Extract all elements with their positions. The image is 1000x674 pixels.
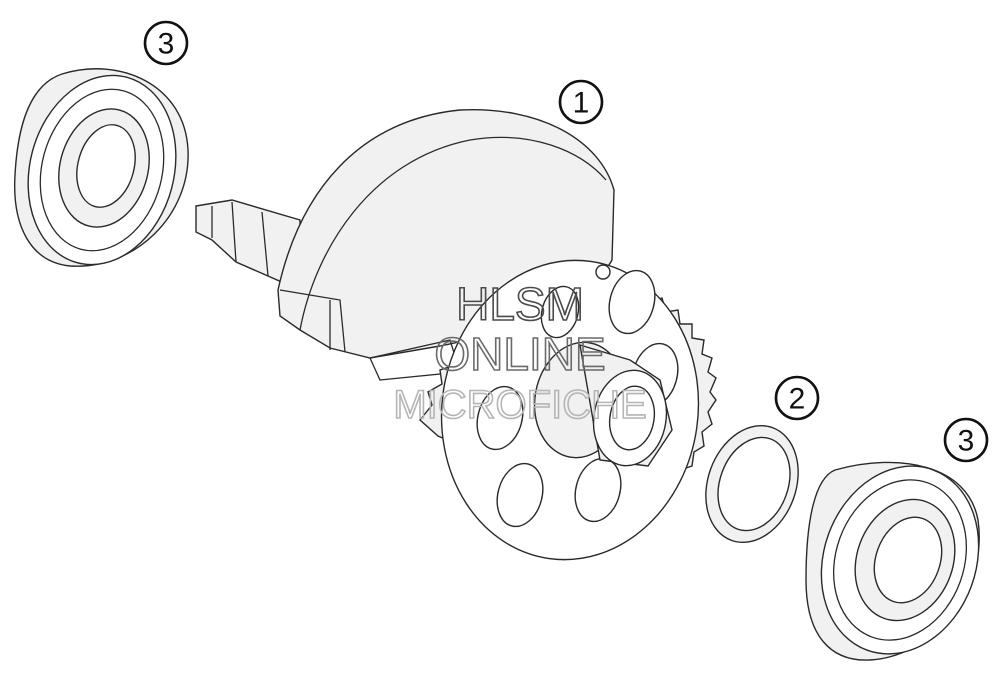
callout-1: 1 [558, 79, 604, 125]
callout-3-left: 3 [143, 20, 189, 66]
callout-3-right-label: 3 [958, 425, 975, 458]
callout-1-label: 1 [573, 87, 590, 120]
callout-3-right: 3 [943, 417, 989, 463]
callout-2: 2 [774, 375, 820, 421]
watermark-line-1: HLSM [456, 278, 584, 330]
callout-2-label: 2 [789, 383, 806, 416]
watermark-line-3: MICROFICHE [393, 383, 646, 427]
watermark-line-2: ONLINE [434, 328, 605, 380]
ball-bearing-left[interactable] [8, 59, 197, 282]
crankshaft[interactable] [195, 109, 718, 577]
callout-3-left-label: 3 [158, 28, 175, 61]
ball-bearing-right[interactable] [796, 444, 1000, 674]
shim-washer[interactable] [690, 413, 814, 556]
watermark: HLSM ONLINE MICROFICHE [393, 277, 648, 428]
